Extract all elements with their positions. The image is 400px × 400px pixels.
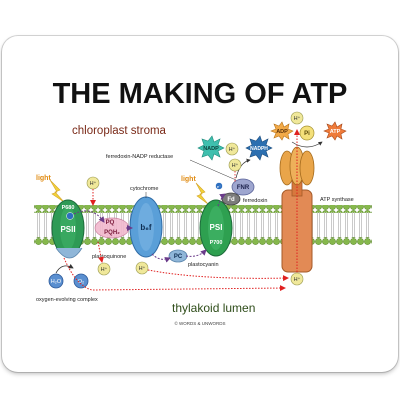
cytochrome-label: cytochrome [130,186,158,192]
phosphate-marker [299,125,315,141]
psii-label: PSII [60,225,75,234]
atp-star [323,121,347,141]
hplus-stroma-2: H⁺ [229,146,236,153]
electron-label: e⁻ [217,184,221,189]
p680-label: P680 [62,205,75,211]
pc-label: PC [174,254,183,260]
oxygen-molecule [73,273,89,289]
proton-marker [97,262,111,276]
hplus-lumen-3: H⁺ [294,276,301,283]
atp-label: ATP [330,129,341,135]
plastoquinone-label: plastoquinone [92,254,126,260]
hplus-stroma-3: H⁺ [232,162,239,169]
pq-label: PQ [106,220,115,226]
nadph-star [245,135,273,161]
hplus-lumen-2: H⁺ [139,265,146,272]
light-bolt-icon [49,179,65,203]
nadp-star [197,135,225,161]
page-title: THE MAKING OF ATP [53,78,348,110]
ferredoxin-label: ferredoxin [243,198,267,204]
stroma-label: chloroplast stroma [72,125,167,137]
proton-marker [290,111,304,125]
fnr-label: FNR [237,185,250,191]
photosystem-i [199,199,233,257]
fd-label: Fd [227,197,235,203]
electron-marker [66,212,74,220]
pqh2-label: PQH₂ [104,230,120,236]
oxygen-evolving-complex [55,247,83,259]
cytochrome-b6f [129,196,163,258]
light-label-psi: light [181,176,196,183]
lumen-label: thylakoid lumen [172,301,255,315]
atp-synthase-label: ATP synthase [320,197,354,203]
h2o-label: H₂O [51,279,62,285]
fnr-name-label: ferredoxin-NADP reductase [106,154,173,160]
hplus-lumen-1: H⁺ [101,266,108,273]
adp-label: ADP [276,129,288,135]
proton-marker [135,261,149,275]
water-molecule [48,273,64,289]
hplus-stroma-4: H⁺ [294,115,301,122]
electron-marker [215,182,223,190]
light-bolt-icon [195,182,209,205]
adp-star [270,121,294,141]
o2-label: O₂ [78,279,84,285]
psi-label: PSI [210,223,223,232]
proton-marker [225,142,239,156]
bf-label: b₆f [140,223,152,232]
plastocyanin-label: plastocyanin [188,262,219,268]
photosystem-ii [51,199,85,257]
oec-label: oxygen-evolving complex [36,297,98,303]
proton-marker [290,272,304,286]
hplus-stroma-1: H⁺ [90,180,97,187]
copyright-label: © WORDS & UNWORDS [174,320,225,326]
p700-label: P700 [210,240,223,246]
nadp-label: NADP [203,146,219,152]
fnr-complex [231,178,255,196]
nadph-label: NADPH [250,146,268,152]
light-label-psii: light [36,175,51,182]
pi-label: Pi [304,131,310,137]
